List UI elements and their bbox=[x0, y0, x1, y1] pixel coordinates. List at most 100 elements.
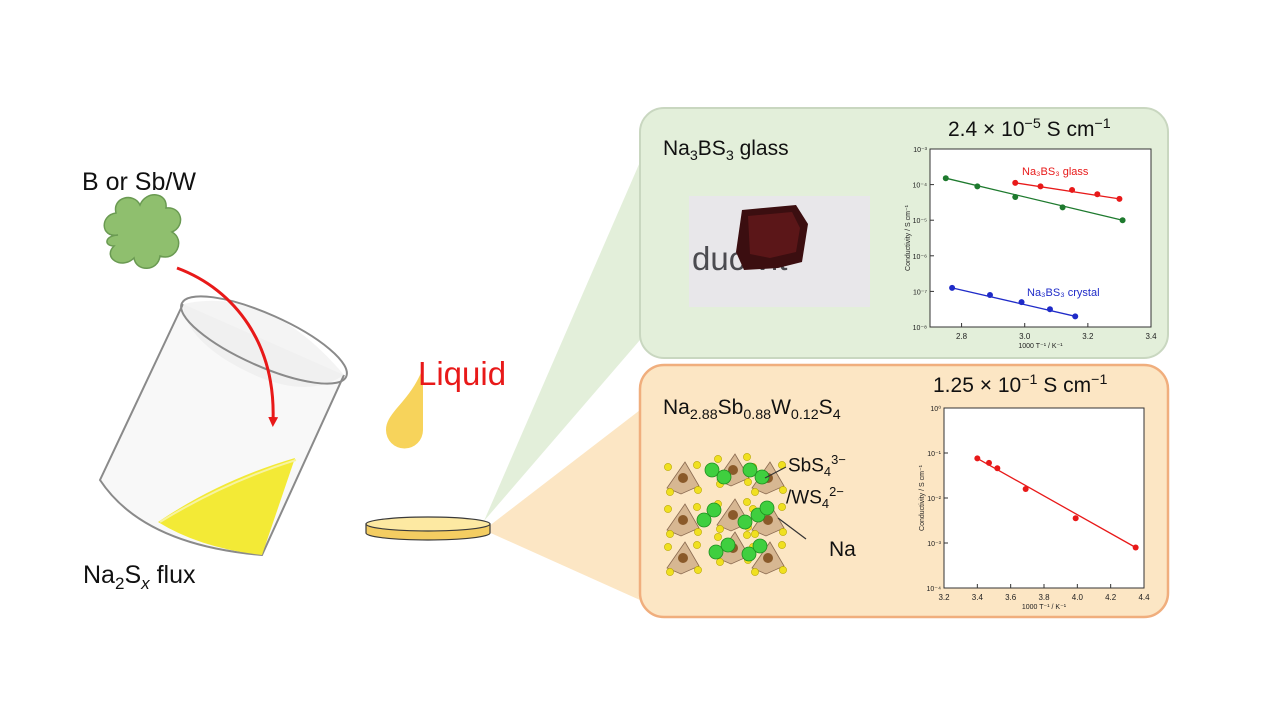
flux-liquid bbox=[158, 458, 295, 555]
x-tick-label: 3.8 bbox=[1038, 593, 1050, 602]
data-point bbox=[1072, 515, 1079, 522]
sulfur-atom bbox=[744, 478, 752, 486]
sulfur-atom bbox=[694, 528, 702, 536]
x-tick-label: 4.0 bbox=[1072, 593, 1084, 602]
flux-label: Na2Sx flux bbox=[83, 561, 196, 593]
sulfur-atom bbox=[743, 498, 751, 506]
sulfur-atom bbox=[694, 486, 702, 494]
addition-arrow bbox=[176, 266, 279, 427]
x-tick-label: 3.4 bbox=[1145, 332, 1157, 341]
ws4-label: /WS42− bbox=[786, 484, 844, 512]
sodium-atom bbox=[704, 462, 720, 478]
sodium-atom bbox=[759, 500, 775, 516]
sodium-atom bbox=[741, 546, 757, 562]
sodium-atom bbox=[708, 544, 724, 560]
y-tick-label: 10⁻² bbox=[927, 496, 941, 503]
sulfur-atom bbox=[693, 541, 701, 549]
central-atom bbox=[678, 473, 688, 483]
x-tick-label: 3.2 bbox=[1082, 332, 1094, 341]
x-tick-label: 4.4 bbox=[1138, 593, 1150, 602]
x-axis-label: 1000 T⁻¹ / K⁻¹ bbox=[1018, 343, 1063, 350]
series-label-crystal: Na₃BS₃ crystal bbox=[1027, 287, 1100, 299]
beaker-icon bbox=[98, 295, 348, 557]
sulfur-atom bbox=[716, 525, 724, 533]
y-tick-label: 10⁻⁴ bbox=[927, 586, 942, 593]
series-fit-line-0 bbox=[977, 457, 1136, 549]
data-point bbox=[974, 455, 981, 462]
y-tick-label: 10⁻⁵ bbox=[913, 218, 927, 225]
central-atom bbox=[763, 553, 773, 563]
sulfur-atom bbox=[716, 558, 724, 566]
central-atom bbox=[728, 465, 738, 475]
y-tick-label: 10⁻⁶ bbox=[913, 254, 927, 261]
data-point bbox=[994, 465, 1001, 472]
sodium-atom bbox=[716, 469, 732, 485]
sulfur-atom bbox=[743, 453, 751, 461]
sodium-atom bbox=[754, 469, 770, 485]
y-tick-label: 10⁻³ bbox=[913, 147, 927, 154]
data-point bbox=[1037, 183, 1044, 190]
na-label: Na bbox=[829, 538, 856, 561]
series-label-glass: Na₃BS₃ glass bbox=[1022, 166, 1089, 178]
central-atom bbox=[678, 515, 688, 525]
series-fit-line-0 bbox=[1015, 182, 1120, 200]
x-axis-label: 1000 T⁻¹ / K⁻¹ bbox=[1022, 604, 1067, 611]
sodium-atom bbox=[706, 502, 722, 518]
data-point bbox=[1012, 179, 1019, 186]
y-tick-label: 10⁰ bbox=[930, 405, 941, 413]
precursor-powder-icon bbox=[103, 194, 182, 269]
zoom-wedge-bottom bbox=[484, 410, 640, 600]
leader-line-sbs4 bbox=[764, 466, 787, 479]
sulfur-atom bbox=[779, 486, 787, 494]
data-point bbox=[1018, 299, 1025, 306]
liquid-drop-icon bbox=[386, 368, 423, 449]
data-point bbox=[1046, 306, 1053, 313]
data-point bbox=[1059, 204, 1066, 211]
crystal-structure-illustration bbox=[664, 453, 787, 576]
sulfur-atom bbox=[694, 566, 702, 574]
sulfur-atom bbox=[664, 543, 672, 551]
x-tick-label: 3.6 bbox=[1005, 593, 1017, 602]
sulfur-atom bbox=[743, 531, 751, 539]
data-point bbox=[1132, 544, 1139, 551]
sulfur-atom bbox=[714, 455, 722, 463]
sulfur-atom bbox=[664, 505, 672, 513]
sodium-atom bbox=[742, 462, 758, 478]
central-atom bbox=[763, 515, 773, 525]
product-disk bbox=[365, 516, 491, 541]
sulfur-atom bbox=[779, 528, 787, 536]
data-point bbox=[1072, 313, 1079, 320]
sulfur-atom bbox=[666, 530, 674, 538]
data-point bbox=[1022, 486, 1029, 492]
glass-sample-photo: duc vit bbox=[689, 196, 870, 307]
data-point bbox=[1116, 195, 1123, 202]
data-point bbox=[986, 291, 993, 298]
sbs4-label: SbS43− bbox=[788, 452, 846, 480]
glass-title: Na3BS3 glass bbox=[663, 137, 789, 165]
y-axis-label: Conductivity / S cm⁻¹ bbox=[919, 464, 926, 531]
y-tick-label: 10⁻¹ bbox=[927, 451, 941, 458]
sodium-atom bbox=[752, 538, 768, 554]
sodium-atom bbox=[720, 537, 736, 553]
central-atom bbox=[678, 553, 688, 563]
y-tick-label: 10⁻⁸ bbox=[913, 325, 927, 332]
sulfur-atom bbox=[666, 488, 674, 496]
sulfur-atom bbox=[693, 503, 701, 511]
sulfur-atom bbox=[664, 463, 672, 471]
sulfur-atom bbox=[751, 488, 759, 496]
y-axis-label: Conductivity / S cm⁻¹ bbox=[905, 204, 912, 271]
series-fit-line-2 bbox=[951, 287, 1076, 317]
sulfur-atom bbox=[778, 541, 786, 549]
sulfur-atom bbox=[751, 568, 759, 576]
data-point bbox=[1094, 191, 1101, 198]
sulfur-atom bbox=[778, 503, 786, 511]
precursor-label: B or Sb/W bbox=[82, 168, 196, 196]
sulfur-atom bbox=[693, 461, 701, 469]
data-point bbox=[1069, 186, 1076, 193]
sulfur-atom bbox=[666, 568, 674, 576]
leader-line-na bbox=[777, 517, 807, 540]
sulfur-atom bbox=[751, 530, 759, 538]
data-point bbox=[974, 183, 981, 190]
data-point bbox=[949, 284, 956, 291]
